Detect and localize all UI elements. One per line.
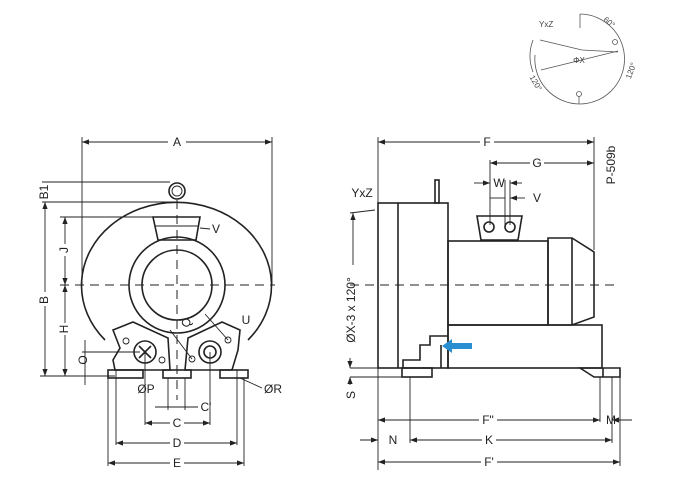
dim-A: A [173,135,181,149]
flange-diameter-label: ΦX [573,56,585,65]
terminal-flange [152,216,201,241]
dim-V: V [212,222,220,236]
dim-C: C [173,416,182,430]
dim-G: G [532,156,541,170]
dim-D: D [173,436,182,450]
dim-S: S [344,391,358,399]
terminal-box [476,215,523,241]
dim-F-prime: F' [484,455,494,469]
dim-U: U [242,313,251,327]
dim-B1: B1 [37,184,51,199]
dim-K: K [485,433,493,447]
flange-angle-120-left: 120° [528,74,544,93]
dim-M: M [606,413,616,427]
dim-W: W [493,176,505,190]
dim-B: B [37,296,51,304]
dim-O: O [76,355,90,364]
bolt-hole-icon [612,39,618,45]
motor-body [447,240,549,326]
dim-N: N [389,433,398,447]
front-view: A B1 B J H O V Q U ØP ØR C' C D E [37,134,282,470]
dim-YxZ: YxZ [351,186,372,200]
dim-V-side: V [533,191,541,205]
dim-H: H [57,325,71,334]
fan-cover [547,237,595,326]
dim-J: J [57,247,71,253]
flange-angle-60: 60° [602,15,617,30]
dim-R: ØR [264,382,282,396]
flange-detail: YxZ ΦX 60° 120° 120° [528,13,638,105]
bolt-hole-icon [576,91,582,97]
dim-F: F [483,135,490,149]
flange-yxz-label: YxZ [539,20,553,29]
side-view: F G W V P-509b YxZ ØX-3 x 120° S F" M N … [344,134,632,470]
dim-X: ØX-3 x 120° [344,277,358,343]
dim-C-prime: C' [201,400,212,414]
dim-F-double-prime: F" [482,413,494,427]
dim-E: E [173,456,181,470]
airflow-arrow-icon [442,339,472,353]
eye-bolt-icon [168,182,186,200]
drawing-code: P-509b [604,145,618,184]
flange-angle-120-right: 120° [624,61,638,80]
dim-P: ØP [137,382,154,396]
